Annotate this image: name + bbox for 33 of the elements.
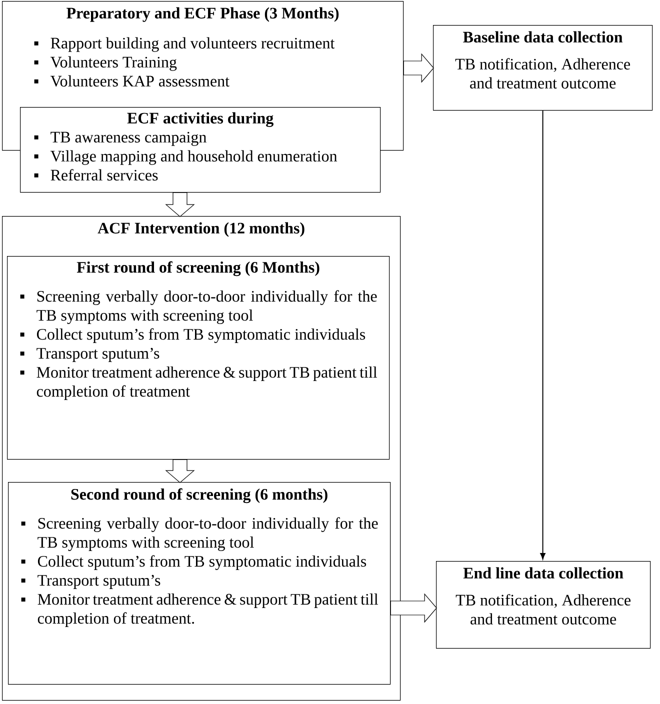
bullet-item: Monitor treatment adherence & support TB patient till completion of treatment.: [21, 593, 378, 627]
bullet-item: Rapport building and volunteers recruitment: [34, 37, 335, 52]
bullet-item: Collect sputum’s from TB symptomatic individuals: [20, 328, 366, 344]
box-heading: ACF Intervention (12 months): [98, 222, 304, 237]
block-arrow: [403, 53, 434, 83]
bullet-item: Collect sputum’s from TB symptomatic individuals: [21, 555, 366, 570]
process-box: [20, 107, 381, 193]
block-arrow: [390, 593, 437, 623]
arrow: [540, 110, 546, 560]
process-box: [7, 256, 390, 460]
process-box: [436, 561, 651, 649]
bullet-item: Screening verbally door-to-door individually for the TB symptoms with screening tool: [21, 517, 378, 552]
bullet-item: Volunteers KAP assessment: [34, 75, 230, 87]
bullet-item: Monitor treatment adherence & support TB patient till completion of treatment: [20, 366, 378, 400]
bullet-item: Transport sputum’s: [21, 574, 160, 589]
bullet-item: Transport sputum’s: [20, 348, 160, 362]
box-text: TB notification, Adherence and treatment outcome: [455, 58, 630, 89]
process-box: [8, 482, 391, 685]
box-heading: Second round of screening (6 months): [71, 488, 328, 504]
box-heading: ECF activities during: [127, 112, 274, 127]
box-heading: Baseline data collection: [463, 31, 623, 43]
bullet-item: Volunteers Training: [34, 56, 177, 71]
block-arrow: [165, 192, 195, 217]
process-box: [433, 25, 653, 111]
bullet-item: Village mapping and household enumeration: [34, 150, 338, 165]
box-heading: Preparatory and ECF Phase (3 Months): [66, 7, 339, 22]
bullet-item: Referral services: [34, 169, 158, 181]
box-heading: End line data collection: [463, 567, 624, 579]
bullet-item: TB awareness campaign: [34, 132, 206, 146]
block-arrow: [165, 459, 195, 483]
box-text: TB notification, Adherence and treatment outcome: [456, 594, 631, 625]
box-heading: First round of screening (6 Months): [76, 261, 320, 276]
bullet-item: Screening verbally door-to-door individually for the TB symptoms with screening tool: [20, 290, 377, 324]
